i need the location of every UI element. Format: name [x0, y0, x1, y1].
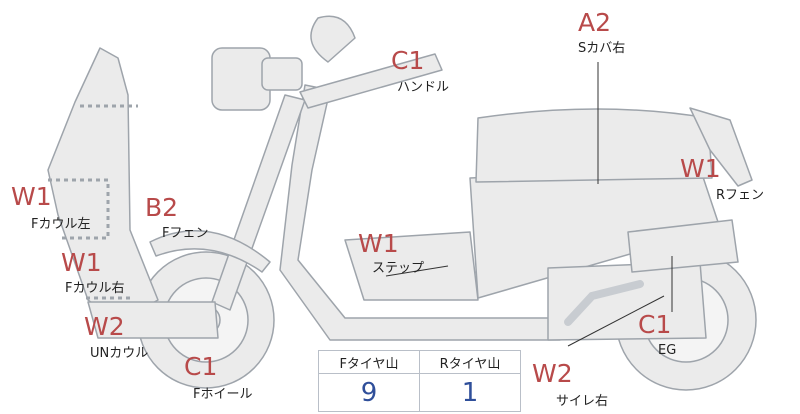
damage-code-f-fender[interactable]: B2 [145, 193, 179, 222]
damage-code-un-cowl[interactable]: W2 [84, 312, 125, 341]
cowl-divider-mid [48, 178, 110, 240]
handlebar [299, 53, 443, 109]
part-label-f-wheel: Fホイール [193, 387, 253, 402]
part-label-f-fender: Fフェン [162, 226, 209, 241]
leader-step [385, 265, 449, 277]
damage-code-step[interactable]: W1 [358, 229, 399, 258]
mirror [310, 15, 356, 63]
tire-tread-table: Fタイヤ山 Rタイヤ山 9 1 [318, 350, 521, 412]
step-floor [344, 231, 479, 301]
part-label-s-cover-right: Sカバ右 [578, 41, 626, 56]
front-tire-value[interactable]: 9 [318, 373, 420, 412]
part-label-side-reflector-right: サイレ右 [556, 394, 609, 409]
center-stand [564, 280, 644, 326]
part-label-r-fender: Rフェン [716, 188, 765, 203]
part-label-f-cowl-right: Fカウル右 [65, 281, 125, 296]
engine-unit [547, 261, 707, 341]
tire-table-value-row: 9 1 [318, 373, 521, 412]
leader-side-reflector [567, 295, 665, 347]
part-label-handle: ハンドル [397, 80, 450, 95]
tire-table-header-row: Fタイヤ山 Rタイヤ山 [318, 350, 521, 374]
damage-code-f-cowl-left[interactable]: W1 [11, 182, 52, 211]
damage-code-f-wheel[interactable]: C1 [184, 352, 218, 381]
seat [475, 108, 713, 183]
damage-code-engine[interactable]: C1 [638, 310, 672, 339]
rear-tire-value[interactable]: 1 [419, 373, 521, 412]
headlight-bracket [261, 57, 303, 91]
part-label-f-cowl-left: Fカウル左 [31, 217, 91, 232]
damage-code-side-reflector-right[interactable]: W2 [532, 359, 573, 388]
rear-tire-header: Rタイヤ山 [419, 350, 521, 374]
under-cowl [87, 301, 219, 339]
muffler [627, 219, 739, 273]
part-label-un-cowl: UNカウル [90, 346, 149, 361]
damage-code-handle[interactable]: C1 [391, 46, 425, 75]
rear-fender [689, 107, 753, 187]
part-label-step: ステップ [372, 261, 425, 276]
damage-code-r-fender[interactable]: W1 [680, 154, 721, 183]
damage-code-s-cover-right[interactable]: A2 [578, 8, 612, 37]
part-label-engine: EG [658, 343, 677, 358]
damage-code-f-cowl-right[interactable]: W1 [61, 248, 102, 277]
front-tire-header: Fタイヤ山 [318, 350, 420, 374]
front-fender [149, 230, 271, 273]
